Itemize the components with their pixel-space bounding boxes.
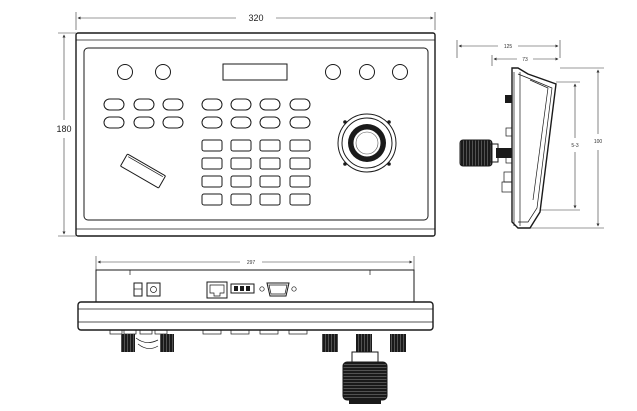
keypad-key[interactable] xyxy=(259,175,281,188)
knob-icon[interactable] xyxy=(121,334,135,352)
front-width-label: 320 xyxy=(248,13,263,23)
keypad-key[interactable] xyxy=(230,175,252,188)
oval-button[interactable] xyxy=(133,116,155,129)
keypad-key[interactable] xyxy=(230,157,252,170)
side-height-outer-label: 100 xyxy=(594,139,603,145)
round-button[interactable] xyxy=(359,64,375,80)
oval-button[interactable] xyxy=(133,98,155,111)
keypad-key[interactable] xyxy=(289,175,311,188)
oval-button[interactable] xyxy=(230,98,252,111)
housing-outer xyxy=(75,32,436,237)
rear-panel xyxy=(95,269,415,303)
front-view: 320 180 xyxy=(56,12,436,237)
square-keypad xyxy=(201,139,311,206)
rear-view: 297 xyxy=(77,256,434,404)
side-depth-label: 125 xyxy=(504,44,513,50)
dimension-front-width: 320 xyxy=(75,12,436,30)
oval-button[interactable] xyxy=(201,98,223,111)
rj45-port-icon xyxy=(206,281,228,299)
keypad-key[interactable] xyxy=(289,157,311,170)
rear-knobs xyxy=(121,334,406,352)
oval-button[interactable] xyxy=(230,116,252,129)
side-knob-small xyxy=(505,95,512,103)
oval-button[interactable] xyxy=(103,116,125,129)
dc-jack-icon xyxy=(146,282,161,297)
oval-button[interactable] xyxy=(259,116,281,129)
keypad-key[interactable] xyxy=(259,139,281,152)
front-height-label: 180 xyxy=(56,124,71,134)
round-button[interactable] xyxy=(117,64,133,80)
round-buttons xyxy=(117,64,408,80)
round-button[interactable] xyxy=(392,64,408,80)
keypad-key[interactable] xyxy=(259,157,281,170)
dimension-side-depth: 125 73 xyxy=(456,40,561,66)
oval-buttons-left xyxy=(103,98,184,129)
oval-button[interactable] xyxy=(289,116,311,129)
side-body xyxy=(511,67,557,229)
oval-button[interactable] xyxy=(289,98,311,111)
knob-icon[interactable] xyxy=(160,334,174,352)
power-switch-icon[interactable] xyxy=(133,282,143,297)
base-plate xyxy=(77,301,434,331)
keypad-key[interactable] xyxy=(289,139,311,152)
side-view: 125 73 100 5-3 xyxy=(456,40,604,229)
round-button[interactable] xyxy=(155,64,171,80)
rear-width-label: 297 xyxy=(247,260,256,266)
tilted-nameplate xyxy=(120,153,166,189)
keypad-key[interactable] xyxy=(201,157,223,170)
oval-button[interactable] xyxy=(162,98,184,111)
side-top-depth-label: 73 xyxy=(522,57,528,63)
keypad-key[interactable] xyxy=(289,193,311,206)
keypad-key[interactable] xyxy=(259,193,281,206)
terminal-block-icon xyxy=(230,283,255,294)
keypad-key[interactable] xyxy=(201,193,223,206)
keypad-key[interactable] xyxy=(201,139,223,152)
dimension-front-height: 180 xyxy=(56,32,76,237)
dimension-rear-width: 297 xyxy=(95,256,415,272)
lcd-display-icon xyxy=(222,63,288,81)
oval-button[interactable] xyxy=(162,116,184,129)
side-height-inner-label: 5-3 xyxy=(571,143,578,149)
oval-buttons-right xyxy=(201,98,311,129)
knob-icon[interactable] xyxy=(356,334,372,352)
front-panel xyxy=(83,47,429,221)
keypad-key[interactable] xyxy=(230,193,252,206)
knob-icon[interactable] xyxy=(390,334,406,352)
db9-port-icon xyxy=(259,282,297,297)
round-button[interactable] xyxy=(325,64,341,80)
keypad-key[interactable] xyxy=(201,175,223,188)
joystick-icon[interactable] xyxy=(337,113,397,173)
side-joystick-knob[interactable] xyxy=(459,139,512,167)
oval-button[interactable] xyxy=(201,116,223,129)
rear-joystick-knob[interactable] xyxy=(342,351,388,404)
knob-icon[interactable] xyxy=(322,334,338,352)
oval-button[interactable] xyxy=(259,98,281,111)
dimension-side-height: 100 5-3 xyxy=(530,67,604,229)
keypad-key[interactable] xyxy=(230,139,252,152)
oval-button[interactable] xyxy=(103,98,125,111)
